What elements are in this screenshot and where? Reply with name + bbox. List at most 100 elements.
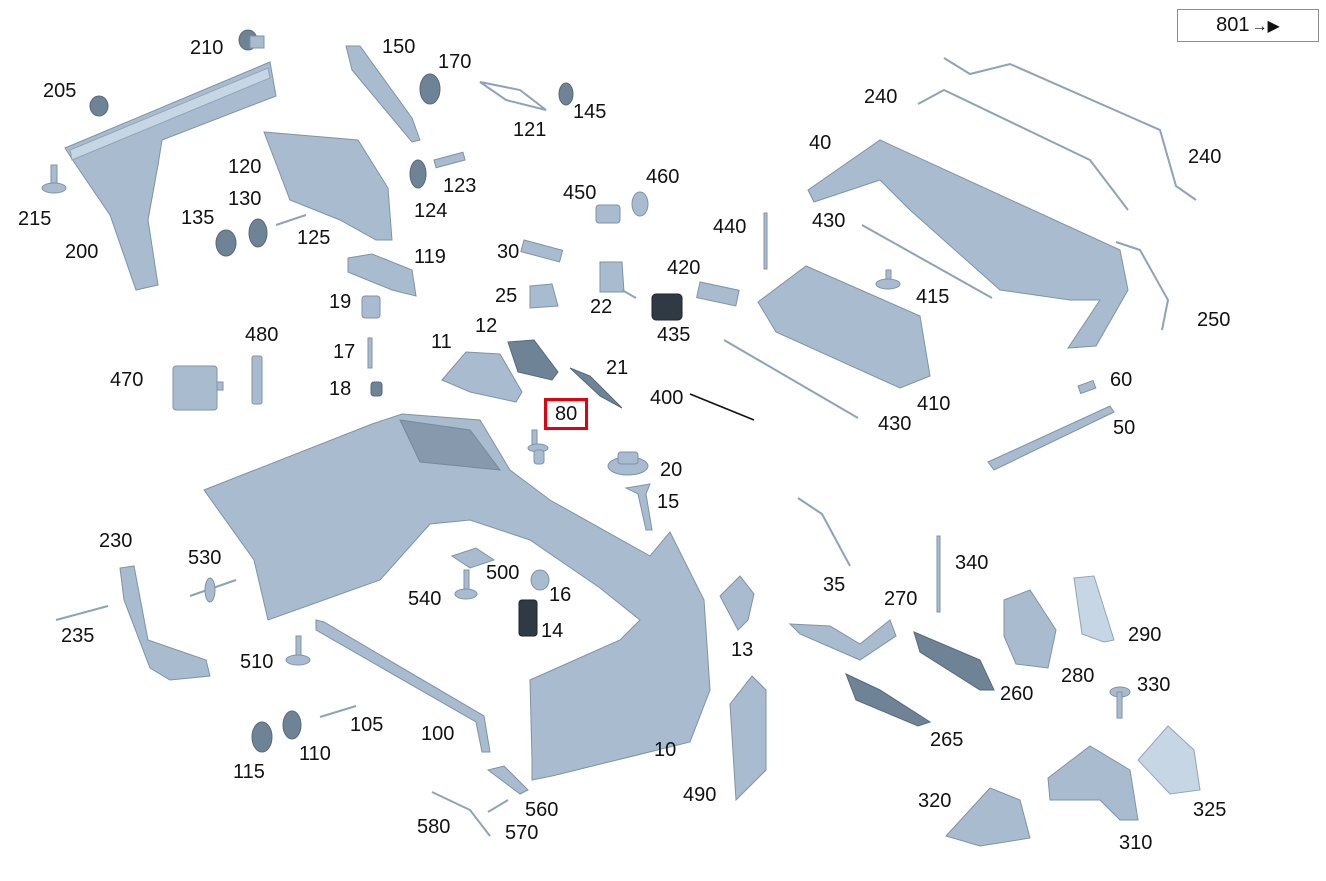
callout-label[interactable]: 560 [525, 799, 559, 821]
callout-label[interactable]: 500 [486, 562, 520, 584]
part-150-bracket-icon[interactable] [345, 45, 421, 143]
part-21-seal-icon[interactable] [569, 367, 623, 409]
part-12-flap-icon[interactable] [507, 339, 559, 381]
callout-label[interactable]: 105 [350, 714, 384, 736]
callout-label[interactable]: 290 [1128, 624, 1162, 646]
callout-label[interactable]: 490 [683, 784, 717, 806]
part-560-bracket-icon[interactable] [486, 765, 529, 795]
part-60-clip-icon[interactable] [1077, 379, 1097, 395]
part-260-bracket-icon[interactable] [913, 631, 995, 691]
part-510-clip-icon[interactable] [285, 635, 311, 666]
callout-label[interactable]: 60 [1110, 369, 1133, 391]
part-205-nut-icon[interactable] [89, 95, 109, 117]
callout-label[interactable]: 280 [1061, 665, 1095, 687]
next-page-button[interactable]: 801 →▶ [1177, 9, 1319, 42]
part-530-clip-icon[interactable] [189, 577, 237, 603]
part-18-cap-icon[interactable] [370, 381, 383, 397]
part-320-tip-icon[interactable] [945, 787, 1031, 847]
part-200-bracket-icon[interactable] [64, 61, 277, 291]
part-110-washer-icon[interactable] [282, 710, 302, 740]
part-19-spring-icon[interactable] [361, 295, 381, 319]
callout-label[interactable]: 19 [329, 291, 352, 313]
callout-label[interactable]: 30 [497, 241, 520, 263]
callout-label[interactable]: 123 [443, 175, 477, 197]
part-135-nut-icon[interactable] [215, 229, 237, 257]
callout-label[interactable]: 270 [884, 588, 918, 610]
part-280-housing-icon[interactable] [1003, 589, 1057, 669]
part-124-washer-icon[interactable] [409, 159, 427, 189]
callout-label[interactable]: 145 [573, 101, 607, 123]
part-420-connector-icon[interactable] [696, 281, 740, 307]
part-30-trim-icon[interactable] [520, 239, 564, 263]
part-22-bracket-icon[interactable] [599, 261, 637, 299]
part-440-rivet-icon[interactable] [763, 212, 768, 270]
part-450-sensor-icon[interactable] [595, 204, 621, 224]
callout-label[interactable]: 18 [329, 378, 352, 400]
callout-label[interactable]: 16 [549, 584, 572, 606]
callout-label[interactable]: 460 [646, 166, 680, 188]
part-415-clip-icon[interactable] [875, 269, 901, 290]
part-230-bracket-icon[interactable] [119, 565, 211, 681]
callout-label[interactable]: 35 [823, 574, 846, 596]
callout-label[interactable]: 15 [657, 491, 680, 513]
part-540-clip-icon[interactable] [454, 569, 478, 600]
callout-label[interactable]: 250 [1197, 309, 1231, 331]
part-570-screw-icon[interactable] [487, 799, 509, 813]
callout-label[interactable]: 450 [563, 182, 597, 204]
callout-label[interactable]: 13 [731, 639, 754, 661]
callout-label[interactable]: 21 [606, 357, 629, 379]
callout-label[interactable]: 415 [916, 286, 950, 308]
part-435-connector-icon[interactable] [651, 293, 683, 321]
callout-label[interactable]: 310 [1119, 832, 1153, 854]
callout-label[interactable]: 115 [233, 761, 265, 783]
part-215-clip-icon[interactable] [41, 164, 67, 194]
part-11-housing-icon[interactable] [441, 351, 523, 403]
part-235-rivet-icon[interactable] [55, 605, 109, 621]
part-250-strip-icon[interactable] [1115, 241, 1170, 331]
callout-label[interactable]: 480 [245, 324, 279, 346]
part-500-clip-icon[interactable] [450, 547, 496, 569]
callout-label[interactable]: 240 [864, 86, 898, 108]
part-121-gasket-icon[interactable] [479, 81, 547, 111]
part-14-sensor-icon[interactable] [518, 599, 538, 637]
part-265-panel-icon[interactable] [845, 673, 932, 727]
callout-label[interactable]: 260 [1000, 683, 1034, 705]
callout-label[interactable]: 11 [431, 331, 452, 353]
callout-label[interactable]: 150 [382, 36, 416, 58]
part-130-washer-icon[interactable] [248, 218, 268, 248]
part-13-bracket-icon[interactable] [719, 575, 755, 631]
callout-label[interactable]: 135 [181, 207, 215, 229]
part-120-bracket-icon[interactable] [263, 131, 393, 241]
callout-label[interactable]: 25 [495, 285, 518, 307]
part-580-trim-icon[interactable] [431, 791, 491, 837]
callout-label[interactable]: 230 [99, 530, 133, 552]
part-40-diffuser-icon[interactable] [807, 139, 1129, 349]
part-330-screw-icon[interactable] [1109, 686, 1131, 719]
callout-label[interactable]: 325 [1193, 799, 1227, 821]
callout-label[interactable]: 340 [955, 552, 989, 574]
callout-label[interactable]: 125 [297, 227, 331, 249]
callout-label[interactable]: 20 [660, 459, 683, 481]
callout-label[interactable]: 200 [65, 241, 99, 263]
callout-label[interactable]: 120 [228, 156, 262, 178]
callout-label[interactable]: 119 [414, 246, 446, 268]
part-10-bumper-cover-icon[interactable] [203, 413, 711, 781]
part-470-module-icon[interactable] [172, 365, 224, 411]
callout-label[interactable]: 435 [657, 324, 691, 346]
part-20-mount-icon[interactable] [607, 451, 649, 476]
part-123-bolt-icon[interactable] [433, 151, 466, 169]
part-460-ring-icon[interactable] [631, 191, 649, 217]
part-17-pin-icon[interactable] [367, 337, 373, 369]
callout-label[interactable]: 121 [513, 119, 547, 141]
part-270-bracket-icon[interactable] [788, 619, 897, 661]
callout-label[interactable]: 10 [654, 739, 677, 761]
callout-label[interactable]: 205 [43, 80, 77, 102]
part-25-bracket-icon[interactable] [529, 283, 559, 309]
callout-label[interactable]: 100 [421, 723, 455, 745]
part-105-screw-icon[interactable] [319, 705, 357, 718]
callout-label[interactable]: 440 [713, 216, 747, 238]
callout-label[interactable]: 420 [667, 257, 701, 279]
callout-label[interactable]: 110 [299, 743, 331, 765]
part-240-strip-icon[interactable] [917, 57, 1197, 211]
callout-label[interactable]: 530 [188, 547, 222, 569]
